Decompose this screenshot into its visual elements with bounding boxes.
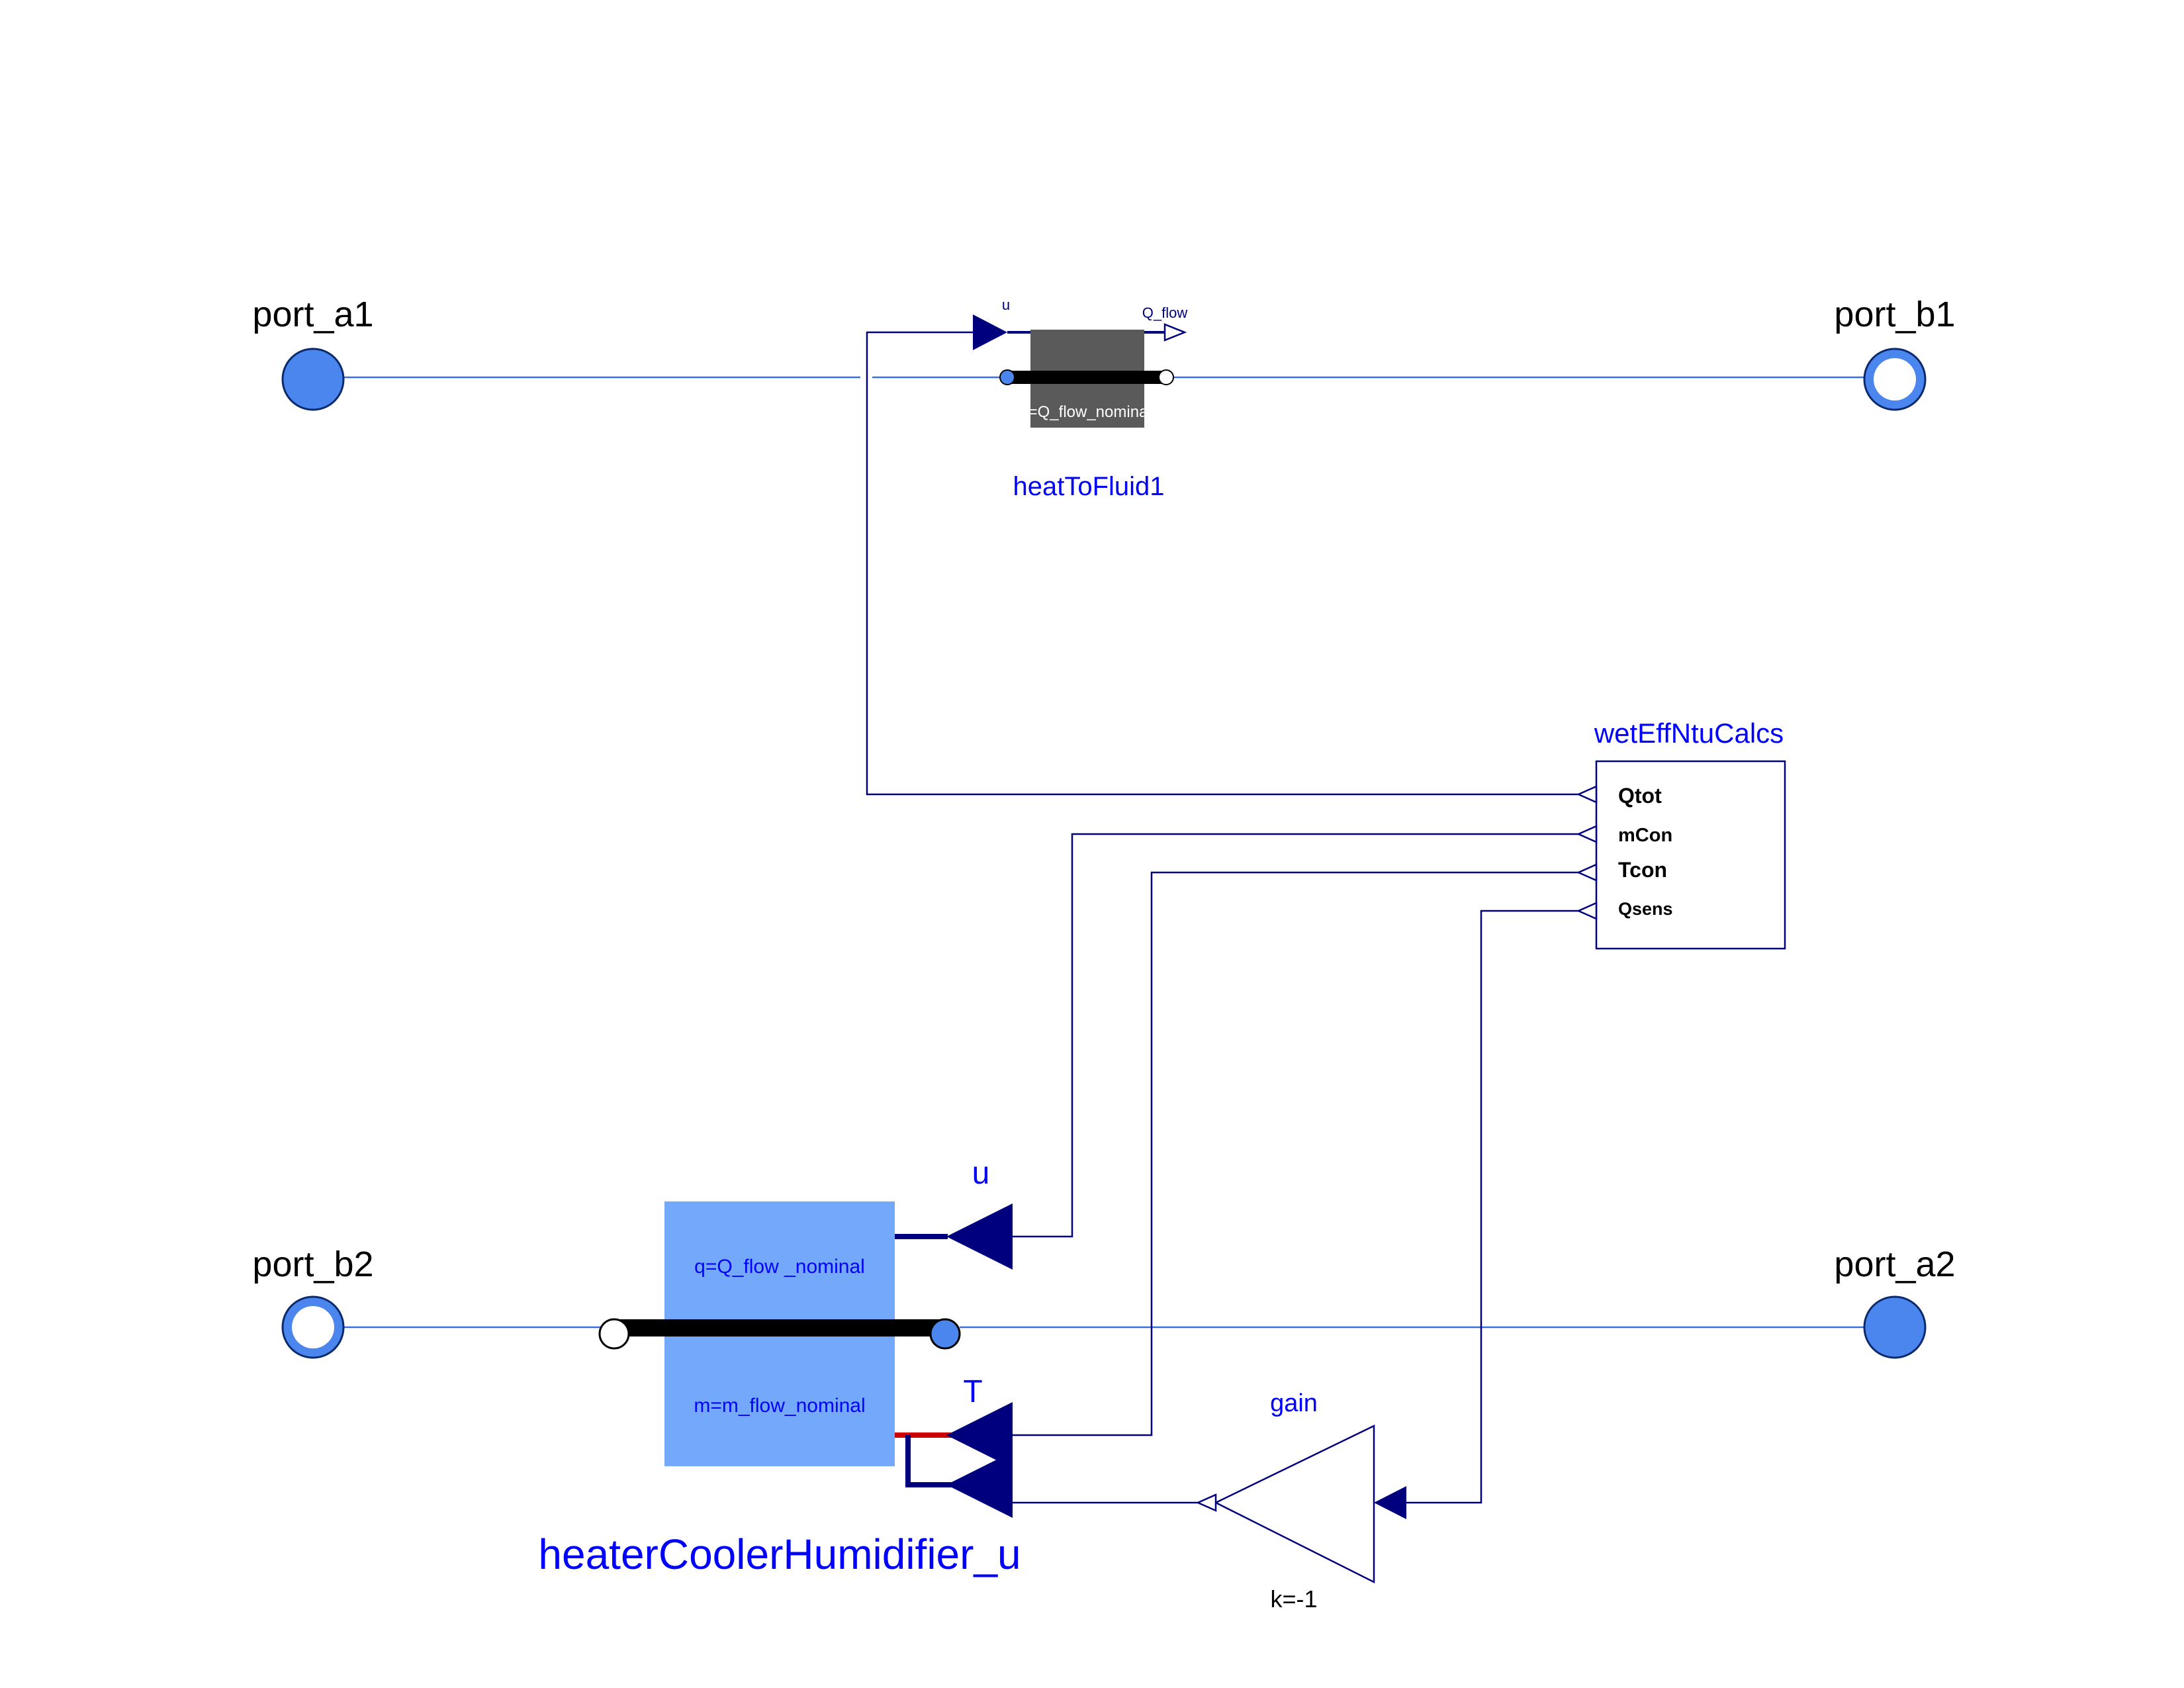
port-b2-label: port_b2 (252, 1244, 373, 1284)
wet-eff-ntu-calcs-port-mcon[interactable] (1576, 825, 1598, 843)
heat-to-fluid1-input-u-label: u (1002, 297, 1010, 313)
heater-cooler-humidifier-input-gain-arrow[interactable] (946, 1452, 1013, 1518)
heater-cooler-humidifier-port-a[interactable] (598, 1318, 630, 1350)
heater-cooler-humidifier-param-m: m=m_flow_nominal (694, 1395, 865, 1417)
port-a2[interactable]: port_a2 (1834, 1244, 1956, 1359)
gain-param: k=-1 (1270, 1585, 1317, 1613)
heater-cooler-humidifier-input-t-arrow[interactable] (946, 1402, 1013, 1468)
heat-to-fluid1-param: q=Q_flow_nominal (1019, 403, 1151, 421)
gain-output-arrow[interactable] (1195, 1493, 1217, 1512)
wet-eff-ntu-calcs-body (1595, 760, 1786, 950)
heat-to-fluid1-output-qflow-arrow[interactable] (1163, 323, 1187, 342)
wet-eff-ntu-calcs-label-qsens: Qsens (1618, 899, 1673, 919)
heater-cooler-humidifier-pipe (615, 1319, 946, 1336)
signal-qtot (866, 331, 1578, 796)
wet-eff-ntu-calcs-label-qtot: Qtot (1618, 784, 1662, 808)
heat-to-fluid1-pipe (1007, 371, 1166, 384)
heat-to-fluid1-port-b[interactable] (1158, 369, 1174, 385)
gain-block[interactable]: gain k=-1 (1195, 1389, 1406, 1613)
heater-cooler-humidifier-input-u-label: u (972, 1156, 990, 1191)
gain-body (1214, 1425, 1375, 1584)
heat-to-fluid1-block[interactable]: u Q_flow q=Q_flow_nominal heatToFluid1 (973, 297, 1187, 501)
signal-tcon (1013, 871, 1578, 1436)
port-a1[interactable]: port_a1 (252, 295, 374, 411)
wet-eff-ntu-calcs-label-mcon: mCon (1618, 825, 1672, 846)
wet-eff-ntu-calcs-name: wetEffNtuCalcs (1594, 718, 1784, 749)
heat-to-fluid1-input-u-arrow[interactable] (973, 314, 1007, 350)
heat-to-fluid1-port-a[interactable] (999, 369, 1015, 385)
port-a1-label: port_a1 (252, 295, 373, 334)
heat-to-fluid1-output-qflow-label: Q_flow (1142, 305, 1188, 321)
wet-eff-ntu-calcs-port-qsens[interactable] (1576, 902, 1598, 920)
wet-eff-ntu-calcs-label-tcon: Tcon (1618, 858, 1667, 882)
gain-name: gain (1270, 1389, 1318, 1417)
heater-cooler-humidifier-input-u-arrow[interactable] (946, 1203, 1013, 1270)
heater-cooler-humidifier-lower-stub (905, 1435, 953, 1487)
heater-cooler-humidifier-block[interactable]: u T q=Q_flow _nominal m=m_flow_nominal h… (538, 1156, 1021, 1578)
wet-eff-ntu-calcs-port-qtot[interactable] (1576, 785, 1598, 804)
heater-cooler-humidifier-param-q: q=Q_flow _nominal (694, 1256, 865, 1278)
port-b1[interactable]: port_b1 (1834, 295, 1956, 411)
gain-input-arrow[interactable] (1374, 1486, 1406, 1519)
port-b2[interactable]: port_b2 (252, 1244, 374, 1359)
signal-mcon (1013, 833, 1578, 1238)
wet-eff-ntu-calcs-block[interactable]: wetEffNtuCalcs Qtot mCon Tcon Qsens (1576, 718, 1786, 950)
heater-cooler-humidifier-name: heaterCoolerHumidifier_u (538, 1530, 1021, 1578)
port-b1-label: port_b1 (1834, 295, 1955, 334)
wet-eff-ntu-calcs-port-tcon[interactable] (1576, 863, 1598, 882)
heater-cooler-humidifier-port-b[interactable] (929, 1318, 961, 1350)
port-a2-label: port_a2 (1834, 1244, 1955, 1284)
heater-cooler-humidifier-input-t-label: T (963, 1374, 982, 1409)
signal-qsens (1406, 910, 1578, 1504)
heat-to-fluid1-name: heatToFluid1 (1013, 472, 1164, 501)
